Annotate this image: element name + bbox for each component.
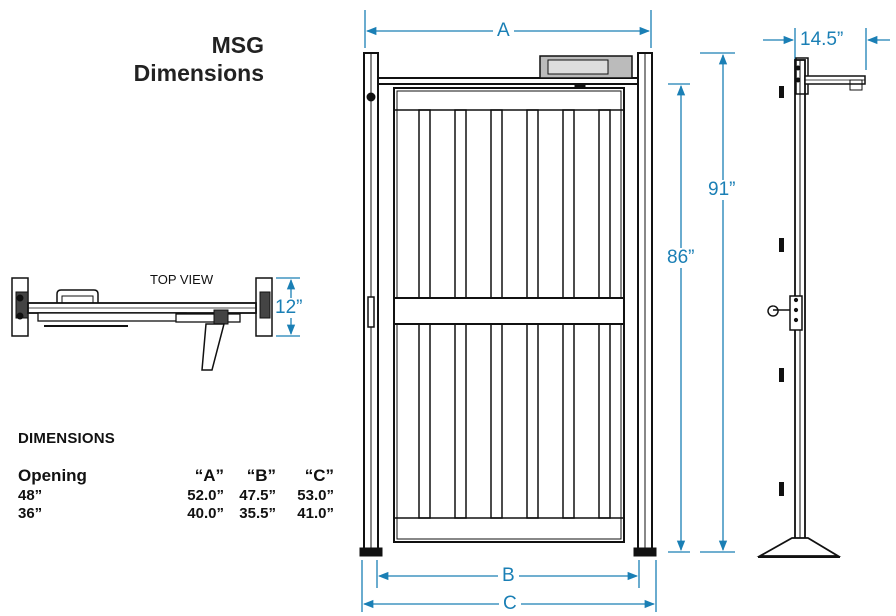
table-header-cell: Opening — [18, 466, 87, 485]
page-title: MSG — [211, 32, 264, 58]
table-cell: 48” — [18, 487, 43, 504]
table-cell: 47.5” — [239, 487, 276, 504]
side-elevation — [756, 57, 866, 558]
operator-box-icon — [539, 55, 633, 91]
table-cell: 52.0” — [187, 487, 224, 504]
table-cell: 36” — [18, 505, 43, 522]
dimension-a-label: A — [493, 21, 514, 41]
dimension-c-label: C — [499, 594, 521, 614]
top-view-drawing — [11, 277, 273, 371]
page-subtitle: Dimensions — [133, 60, 264, 86]
top-view-label: TOP VIEW — [150, 272, 214, 287]
dimension-12-label: 12” — [274, 297, 304, 318]
table-cell: 41.0” — [297, 505, 334, 522]
table-header-cell: “C” — [304, 466, 334, 485]
dimension-lines — [276, 10, 890, 612]
dimension-91-label: 91” — [704, 180, 740, 200]
dimension-86-label: 86” — [663, 248, 699, 268]
table-header-cell: “A” — [194, 466, 224, 485]
table-header-cell: “B” — [246, 466, 276, 485]
table-cell: 40.0” — [187, 505, 224, 522]
table-cell: 53.0” — [297, 487, 334, 504]
dimensions-heading: DIMENSIONS — [18, 430, 116, 447]
dimension-14-5-label: 14.5” — [798, 29, 846, 50]
dimension-b-label: B — [498, 566, 519, 586]
front-elevation — [359, 52, 657, 557]
table-cell: 35.5” — [239, 505, 276, 522]
